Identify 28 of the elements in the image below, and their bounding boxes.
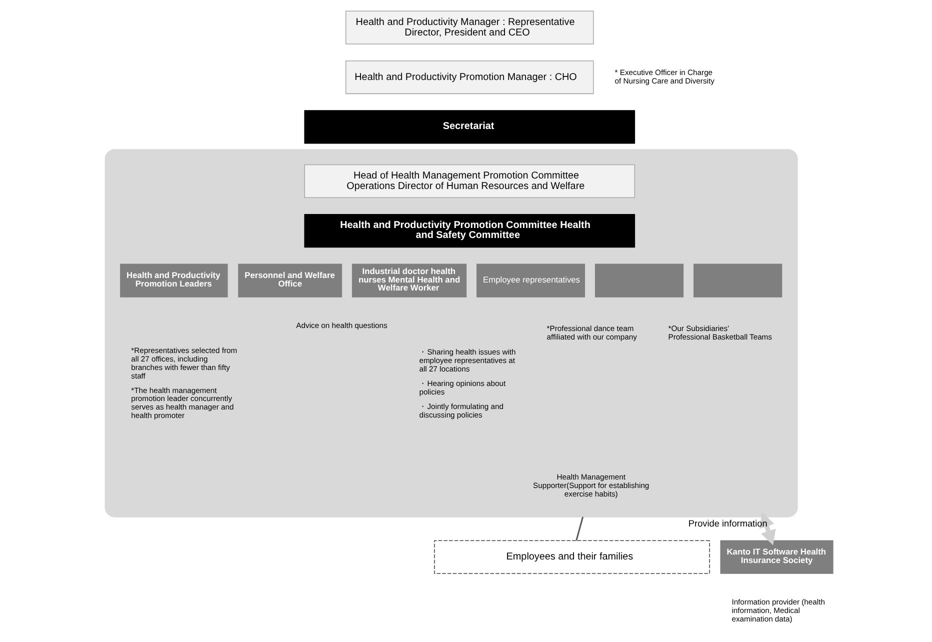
label: Health Management Supporter(Support for establishing exercise habits) [533, 472, 650, 498]
node-label: * Executive Officer in Charge of Nursing Care and Diversity [614, 68, 714, 86]
node-box [694, 264, 782, 298]
cluster [104, 149, 798, 518]
node-label: ・Hearing opinions about policies [419, 378, 506, 396]
node-label: ・Sharing health issues with employee representatives at all 27 locations [419, 348, 516, 374]
node-box: Employees and their families [434, 540, 710, 574]
node-box [594, 264, 684, 298]
node-box: Employee representatives [476, 264, 585, 298]
node-label: ・Jointly formulating and discussing policies [419, 402, 504, 420]
node-label: *Professional dance team affiliated with our company [546, 324, 637, 342]
node-label: Advice on health questions [296, 320, 388, 330]
node-label: Information provider (health information, Medical examination data) [732, 597, 825, 624]
node-box: Secretariat [304, 110, 636, 144]
node-box: Head of Health Management Promotion Committee Operations Director of Human Resources and Welfare [304, 164, 636, 198]
node-box: Health and Productivity Promotion Manager : CHO [345, 60, 594, 94]
node-box: Kanto IT Software Health Insurance Society [720, 540, 834, 574]
node-box: Health and Productivity Promotion Committee Health and Safety Committee [304, 214, 636, 248]
node-label: *The health management promotion leader concurrently serves as health manager and health promoter [131, 386, 234, 420]
node-box: Health and Productivity Manager : Representative Director, President and CEO [345, 10, 594, 44]
edge-label: Provide information [688, 518, 768, 528]
node-box: Personnel and Welfare Office [238, 264, 342, 298]
node-label: *Our Subsidiaries' Professional Basketball Teams [668, 324, 772, 342]
node-label: *Representatives selected from all 27 offices, including branches with fewer than fifty staff [131, 346, 238, 380]
node-box: Industrial doctor health nurses Mental Health and Welfare Worker [352, 264, 467, 298]
connector [576, 516, 584, 541]
arrow [759, 512, 776, 546]
node-box: Health and Productivity Promotion Leaders [120, 264, 228, 298]
